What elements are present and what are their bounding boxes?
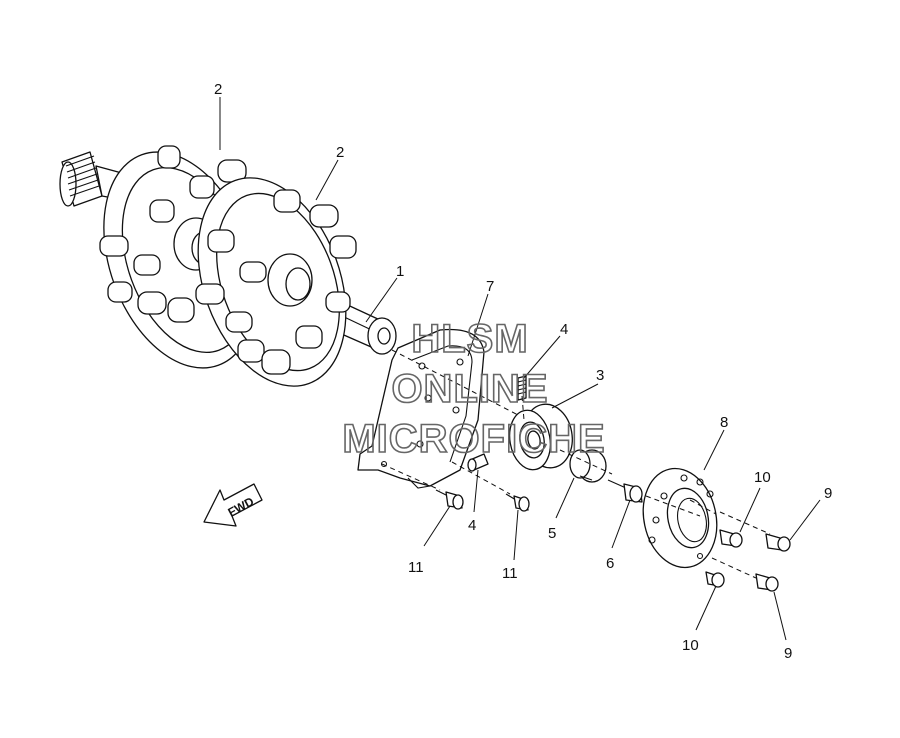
callout-6: 6 — [606, 555, 614, 572]
callout-4-top: 4 — [560, 321, 568, 338]
watermark-line-2: ONLINE — [391, 367, 548, 411]
screw-9-upper — [765, 533, 791, 552]
bolt-6 — [607, 479, 643, 503]
callout-1: 1 — [396, 263, 404, 280]
screw-10-upper — [719, 529, 743, 548]
watermark: HLSM ONLINE MICROFICHE — [342, 316, 606, 462]
callout-labels: 2 2 1 7 4 3 8 10 9 4 5 6 11 11 10 9 — [214, 81, 832, 662]
callout-11-right: 11 — [502, 565, 518, 582]
leader-lines — [219, 97, 821, 641]
callout-10-upper: 10 — [754, 469, 771, 486]
flange-cover — [642, 467, 718, 569]
bolt-left — [435, 489, 464, 510]
bolt-right — [505, 493, 530, 512]
callout-2-rear: 2 — [214, 81, 222, 98]
bearing — [508, 403, 573, 471]
sprocket-front — [195, 177, 357, 387]
callout-3: 3 — [596, 367, 604, 384]
callout-8: 8 — [720, 414, 728, 431]
callout-10-lower: 10 — [682, 637, 699, 654]
watermark-line-1: HLSM — [411, 317, 528, 361]
screw-10-lower — [705, 571, 725, 588]
callout-2-front: 2 — [336, 144, 344, 161]
callout-9-lower: 9 — [784, 645, 792, 662]
set-screw-top — [517, 375, 527, 401]
watermark-line-3: MICROFICHE — [342, 417, 605, 461]
callout-7: 7 — [486, 278, 494, 295]
fwd-direction-arrow: FWD — [203, 483, 263, 527]
collar — [569, 449, 607, 483]
assembly-lines — [381, 349, 771, 579]
screw-9-lower — [755, 573, 779, 592]
callout-5: 5 — [548, 525, 556, 542]
set-screw-lower — [467, 453, 489, 472]
bearing-housing — [357, 328, 485, 489]
callout-9-upper: 9 — [824, 485, 832, 502]
callout-4-lower: 4 — [468, 517, 476, 534]
callout-11-left: 11 — [408, 559, 424, 576]
